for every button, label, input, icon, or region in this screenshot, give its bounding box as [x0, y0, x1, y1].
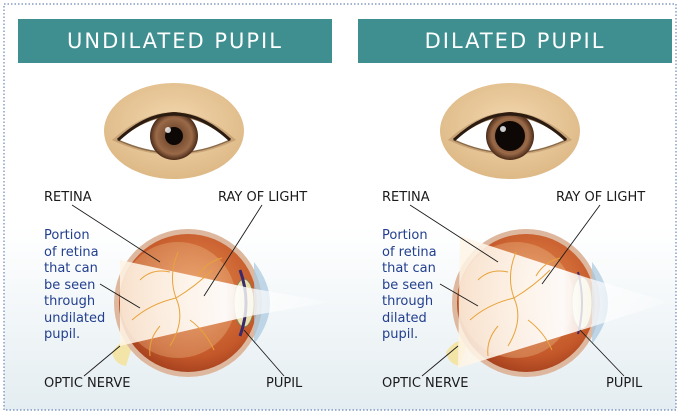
pupil-label: PUPIL: [266, 376, 302, 391]
note-line: pupil.: [44, 327, 105, 344]
pupil-label: PUPIL: [606, 376, 642, 391]
note-line: dilated: [382, 311, 437, 328]
retina-portion-note: Portion of retina that can be seen throu…: [44, 228, 105, 344]
eye-icon: [440, 83, 580, 179]
retina-portion-note: Portion of retina that can be seen throu…: [382, 228, 437, 344]
note-line: be seen: [382, 278, 437, 295]
note-line: be seen: [44, 278, 105, 295]
note-line: that can: [382, 261, 437, 278]
eye-icon: [104, 83, 244, 179]
ray-of-light-label: RAY OF LIGHT: [556, 190, 645, 205]
title-dilated: DILATED PUPIL: [358, 19, 672, 63]
note-line: pupil.: [382, 327, 437, 344]
note-line: through: [382, 294, 437, 311]
optic-nerve-label: OPTIC NERVE: [382, 376, 468, 391]
note-line: Portion: [382, 228, 437, 245]
retina-label: RETINA: [382, 190, 430, 205]
note-line: undilated: [44, 311, 105, 328]
retina-label: RETINA: [44, 190, 92, 205]
note-line: of retina: [44, 245, 105, 262]
optic-nerve-label: OPTIC NERVE: [44, 376, 130, 391]
ray-of-light-label: RAY OF LIGHT: [218, 190, 307, 205]
note-line: of retina: [382, 245, 437, 262]
note-line: through: [44, 294, 105, 311]
note-line: Portion: [44, 228, 105, 245]
title-undilated: UNDILATED PUPIL: [18, 19, 332, 63]
note-line: that can: [44, 261, 105, 278]
